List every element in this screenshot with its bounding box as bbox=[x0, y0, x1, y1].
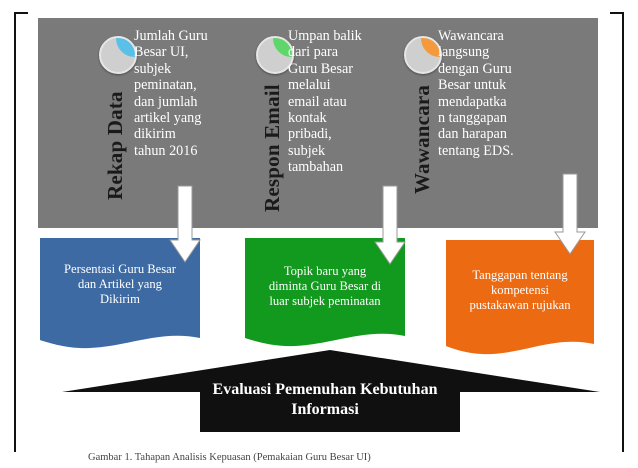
figure-caption: Gambar 1. Tahapan Analisis Kepuasan (Pem… bbox=[88, 452, 371, 463]
result-arrow bbox=[62, 350, 600, 432]
respon-email-description: Umpan balik dari para Guru Besar melalui… bbox=[288, 28, 362, 176]
frame-left-border bbox=[14, 12, 16, 452]
frame-top-left-tick bbox=[14, 12, 28, 14]
wawancara-description: Wawancara langsung dengan Guru Besar unt… bbox=[438, 28, 514, 159]
wawancara-icon bbox=[404, 36, 442, 74]
wawancara-output-text: Tanggapan tentang kompetensi pustakawan … bbox=[469, 268, 571, 312]
down-arrow-3 bbox=[554, 173, 586, 255]
respon-email-output-text: Topik baru yang diminta Guru Besar di lu… bbox=[268, 264, 382, 308]
rekap-data-output-text: Persentasi Guru Besar dan Artikel yang D… bbox=[64, 262, 176, 306]
respon-email-output-doc bbox=[245, 238, 405, 347]
frame-right-border bbox=[622, 12, 624, 452]
down-arrow-2 bbox=[374, 185, 406, 265]
down-arrow-1 bbox=[169, 185, 201, 263]
result-label: Evaluasi Pemenuhan Kebutuhan Informasi bbox=[212, 381, 438, 418]
respon-email-icon bbox=[256, 36, 294, 74]
frame-top-right-tick bbox=[610, 12, 624, 14]
rekap-data-description: Jumlah Guru Besar UI, subjek peminatan, … bbox=[134, 28, 208, 159]
wawancara-output-doc bbox=[446, 240, 594, 355]
rekap-data-output-doc bbox=[40, 238, 200, 349]
wawancara-icon-accent bbox=[421, 38, 440, 57]
respon-email-icon-accent bbox=[273, 38, 292, 57]
rekap-data-icon-accent bbox=[116, 38, 135, 57]
rekap-data-icon bbox=[99, 36, 137, 74]
